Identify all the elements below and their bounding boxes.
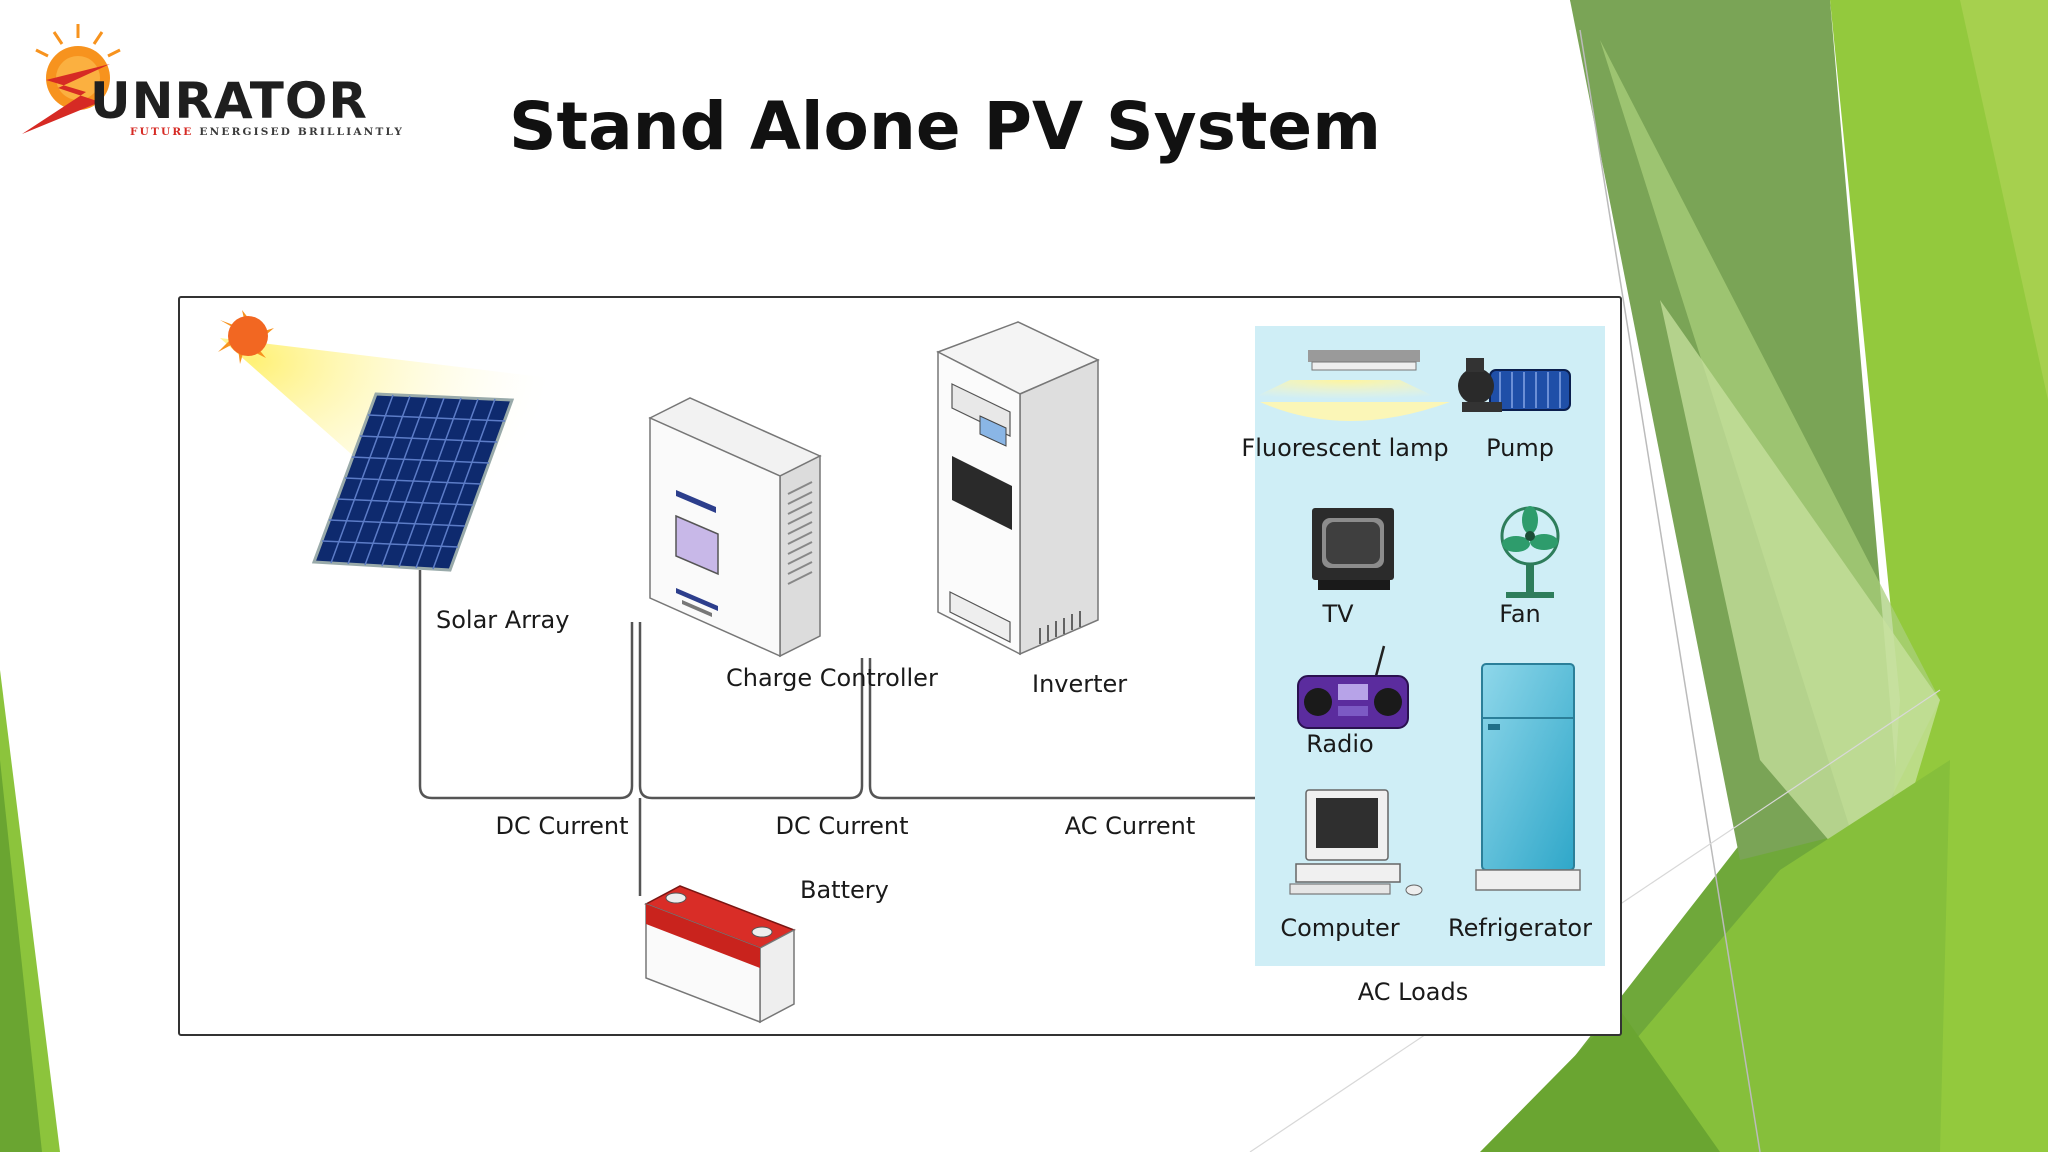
sun-icon xyxy=(218,310,274,364)
radio-icon xyxy=(1297,645,1409,729)
green-facet-left xyxy=(0,760,42,1152)
logo-tagline-rest: ENERGISED BRILLIANTLY xyxy=(199,126,405,138)
label-tv: TV xyxy=(1322,600,1354,628)
label-computer: Computer xyxy=(1280,914,1400,942)
label-battery: Battery xyxy=(800,876,889,904)
diagram-graphics xyxy=(218,310,1581,1024)
pump-icon xyxy=(1458,358,1571,412)
company-logo: UNRATOR FUTURE ENERGISED BRILLIANTLY xyxy=(18,22,438,152)
label-fan: Fan xyxy=(1499,600,1541,628)
label-solar-array: Solar Array xyxy=(436,606,570,634)
tv-icon xyxy=(1312,508,1394,590)
label-dc-current-2: DC Current xyxy=(775,812,909,840)
green-facet xyxy=(1480,1010,1720,1152)
label-ac-loads: AC Loads xyxy=(1357,978,1469,1006)
battery-icon xyxy=(644,885,796,1024)
green-facet xyxy=(1660,300,1940,900)
label-refrigerator: Refrigerator xyxy=(1448,914,1592,942)
fan-icon xyxy=(1500,506,1560,598)
label-ac-current: AC Current xyxy=(1064,812,1196,840)
label-charge-controller: Charge Controller xyxy=(726,664,938,692)
pv-system-diagram: Solar Array Charge Controller Inverter B… xyxy=(178,296,1622,1036)
green-facet xyxy=(1960,0,2048,400)
wiring xyxy=(418,570,1255,896)
charge-controller-icon xyxy=(648,397,822,658)
solar-panel-icon xyxy=(311,392,515,572)
computer-icon xyxy=(1289,789,1423,896)
logo-sun-s-icon xyxy=(22,24,121,134)
label-radio: Radio xyxy=(1306,730,1374,758)
logo-wordmark: UNRATOR xyxy=(90,72,368,130)
label-dc-current-1: DC Current xyxy=(495,812,629,840)
label-fluorescent-lamp: Fluorescent lamp xyxy=(1241,434,1449,462)
logo-tagline: FUTURE ENERGISED BRILLIANTLY xyxy=(130,126,404,138)
fluorescent-lamp-icon xyxy=(1240,350,1450,421)
label-inverter: Inverter xyxy=(1032,670,1128,698)
accent-line xyxy=(1579,29,1761,1152)
logo-tagline-future: FUTURE xyxy=(130,126,194,138)
label-pump: Pump xyxy=(1486,434,1554,462)
inverter-icon xyxy=(936,321,1100,656)
refrigerator-icon xyxy=(1475,663,1581,891)
green-facet xyxy=(1830,0,2048,1152)
slide-title: Stand Alone PV System xyxy=(509,88,1381,165)
